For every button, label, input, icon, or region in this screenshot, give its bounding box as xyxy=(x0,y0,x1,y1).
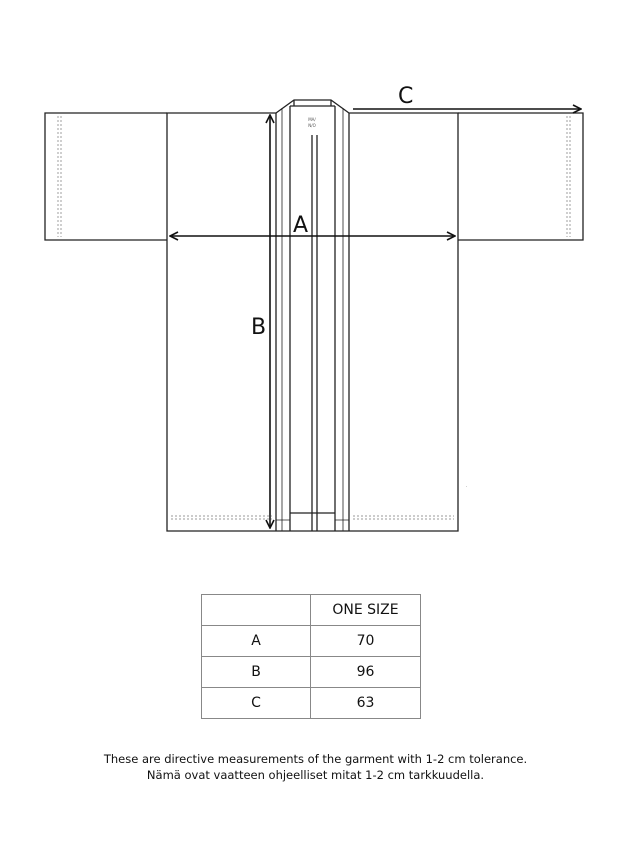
brand-tag-line2: N/O xyxy=(308,123,316,128)
table-row: A 70 xyxy=(201,625,421,657)
measure-c-label: C xyxy=(398,84,413,109)
tolerance-note-finnish: Nämä ovat vaatteen ohjeelliset mitat 1-2… xyxy=(146,768,485,782)
row-value: 63 xyxy=(310,687,421,719)
size-table: ONE SIZE A 70 B 96 C 63 xyxy=(201,594,421,719)
tolerance-note-english: These are directive measurements of the … xyxy=(103,752,528,766)
brand-tag-line1: MA/ xyxy=(308,117,316,122)
left-sleeve xyxy=(44,112,167,241)
table-header-row: ONE SIZE xyxy=(201,594,421,626)
row-label: A xyxy=(201,625,311,657)
row-label: C xyxy=(201,687,311,719)
care-label-mark: · xyxy=(466,484,467,489)
measure-b-label: B xyxy=(251,315,266,340)
row-label: B xyxy=(201,656,311,688)
row-value: 70 xyxy=(310,625,421,657)
right-sleeve xyxy=(458,112,584,241)
row-value: 96 xyxy=(310,656,421,688)
garment-flat-sketch: MA/ N/O A B C · xyxy=(44,84,584,532)
table-row: C 63 xyxy=(201,687,421,719)
table-row: B 96 xyxy=(201,656,421,688)
table-header-one-size: ONE SIZE xyxy=(310,594,421,626)
measure-a-label: A xyxy=(293,213,308,238)
neck-back xyxy=(290,100,335,107)
table-header-corner xyxy=(201,594,311,626)
